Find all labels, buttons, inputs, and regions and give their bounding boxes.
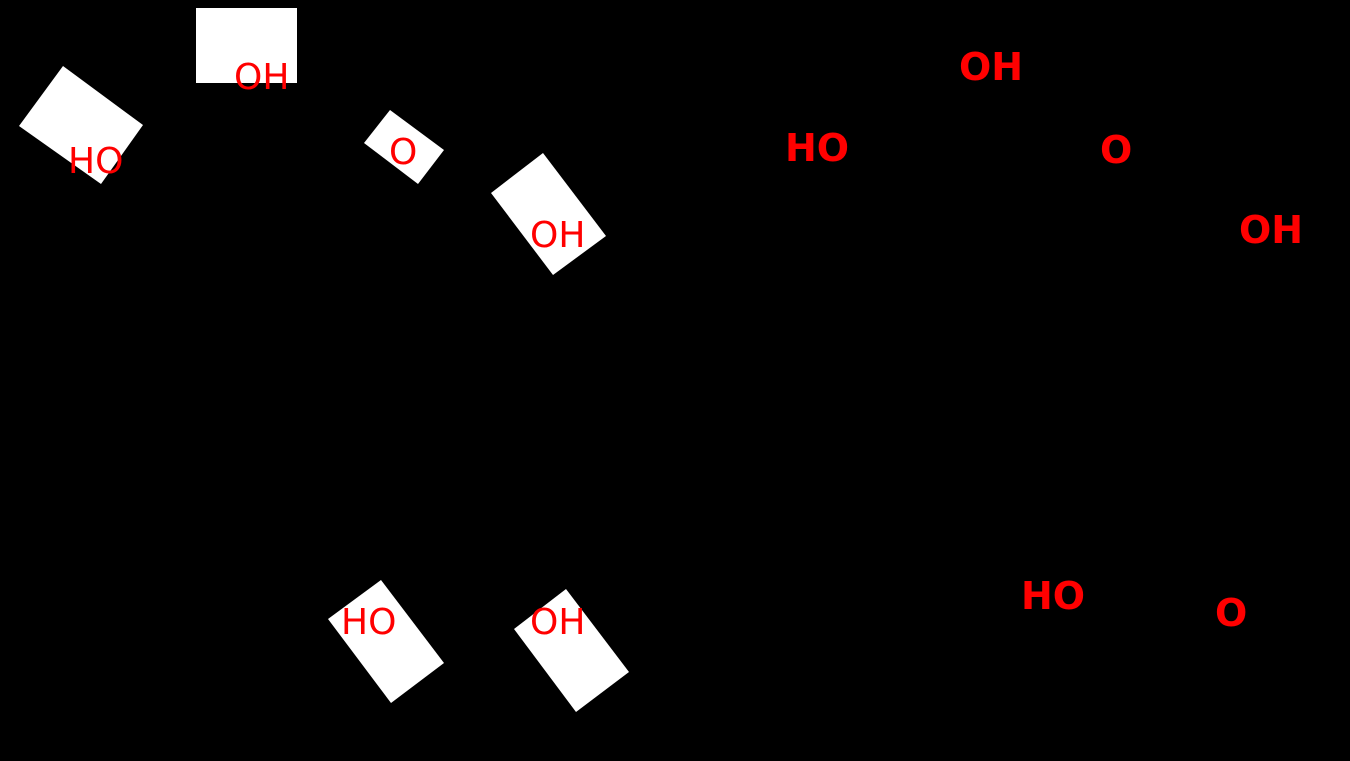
atom-label-o-carbonyl: O bbox=[1215, 591, 1247, 635]
atom-label-o-ring: O bbox=[389, 132, 417, 173]
atom-label-group: OH HO O OH HO O bbox=[785, 45, 1303, 635]
atom-label-ho-bottom: HO bbox=[341, 602, 396, 643]
atom-label-oh-right: OH bbox=[530, 215, 585, 256]
box-oh-top bbox=[196, 8, 297, 83]
atom-label-o-ring: O bbox=[1100, 128, 1132, 172]
box-oh-right bbox=[491, 153, 606, 275]
box-oh-bottom bbox=[514, 589, 629, 712]
atom-label-oh-top: OH bbox=[234, 57, 289, 98]
box-ho-top-left bbox=[19, 66, 143, 184]
atom-label-oh-right: OH bbox=[1239, 208, 1303, 252]
atom-label-group: HO OH O OH HO OH bbox=[68, 57, 585, 643]
box-ho-bottom bbox=[328, 580, 444, 703]
atom-label-ho-left: HO bbox=[785, 126, 849, 170]
atom-label-oh-bottom: OH bbox=[530, 602, 585, 643]
atom-label-oh-top: OH bbox=[959, 45, 1023, 89]
left-molecule-structure: HO OH O OH HO OH bbox=[19, 8, 629, 712]
atom-label-ho-bottom: HO bbox=[1021, 574, 1085, 618]
label-box-group bbox=[19, 8, 629, 712]
right-molecule-structure: OH HO O OH HO O bbox=[785, 45, 1303, 635]
atom-label-ho-top-left: HO bbox=[68, 141, 123, 182]
box-o-ring bbox=[364, 110, 444, 184]
